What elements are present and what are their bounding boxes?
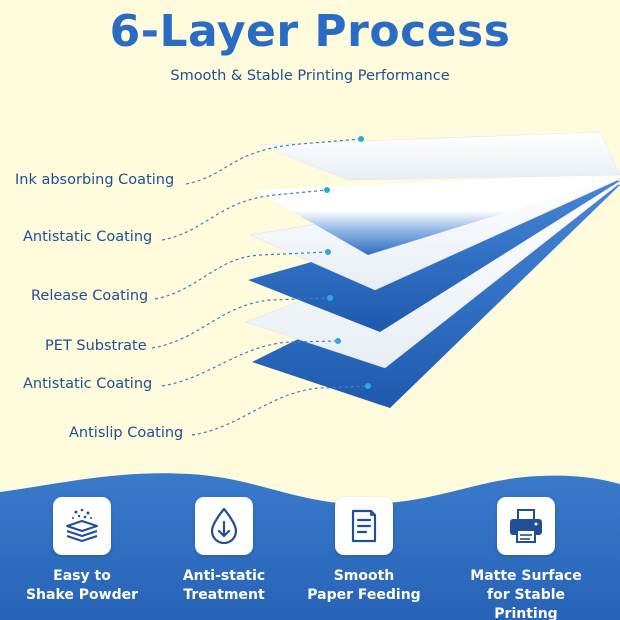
layer-sheet-ink-absorbing bbox=[259, 131, 620, 181]
feature-caption: Smooth Paper Feeding bbox=[299, 567, 429, 605]
connector-line bbox=[161, 189, 328, 241]
layer-label-release: Release Coating bbox=[31, 288, 149, 304]
feature-icon-box bbox=[335, 497, 393, 555]
layer-label-antistatic-1: Antistatic Coating bbox=[23, 229, 153, 245]
feature-caption-line2: for Stable Printing bbox=[486, 587, 566, 620]
layer-sheet-antistatic-1 bbox=[255, 174, 620, 255]
paper-feed-icon bbox=[351, 509, 377, 543]
connector-dot bbox=[335, 338, 341, 344]
feature-caption-line1: Anti-static bbox=[182, 568, 266, 584]
feature-caption-line2: Shake Powder bbox=[25, 587, 139, 603]
feature-caption: Matte Surface for Stable Printing bbox=[461, 567, 591, 620]
feature-caption-line2: Treatment bbox=[183, 587, 265, 603]
connector-dot bbox=[358, 136, 364, 142]
feature-caption-line1: Easy to bbox=[53, 568, 111, 584]
powder-layers-icon bbox=[66, 508, 98, 542]
feature-icon-box bbox=[195, 497, 253, 555]
page-subtitle: Smooth & Stable Printing Performance bbox=[170, 68, 450, 84]
layer-label-antistatic-2: Antistatic Coating bbox=[23, 376, 153, 392]
feature-caption: Anti-static Treatment bbox=[159, 567, 289, 605]
feature-caption-line2: Paper Feeding bbox=[307, 587, 421, 603]
layer-label-pet: PET Substrate bbox=[45, 338, 147, 354]
anti-static-drop-icon bbox=[210, 507, 238, 545]
layer-label-antislip: Antislip Coating bbox=[69, 425, 184, 441]
connector-line bbox=[154, 251, 329, 300]
feature-icon-box bbox=[53, 497, 111, 555]
connector-line bbox=[151, 297, 331, 349]
connector-dot bbox=[327, 295, 333, 301]
feature-anti-static: Anti-static Treatment bbox=[159, 497, 289, 605]
page-title: 6-Layer Process bbox=[109, 6, 511, 57]
connector-line bbox=[161, 340, 339, 387]
printer-icon bbox=[510, 509, 542, 543]
feature-caption: Easy to Shake Powder bbox=[17, 567, 147, 605]
layer-label-ink-absorbing: Ink absorbing Coating bbox=[15, 172, 175, 188]
feature-easy-shake: Easy to Shake Powder bbox=[17, 497, 147, 605]
connector-dot bbox=[324, 187, 330, 193]
feature-matte-surface: Matte Surface for Stable Printing bbox=[461, 497, 591, 620]
feature-caption-line1: Smooth bbox=[333, 568, 395, 584]
feature-band bbox=[0, 473, 620, 620]
feature-icon-box bbox=[497, 497, 555, 555]
connector-dot bbox=[325, 249, 331, 255]
feature-smooth-feeding: Smooth Paper Feeding bbox=[299, 497, 429, 605]
connector-line bbox=[185, 138, 362, 185]
connector-line bbox=[191, 385, 369, 436]
feature-caption-line1: Matte Surface bbox=[470, 568, 582, 584]
connector-dot bbox=[365, 383, 371, 389]
